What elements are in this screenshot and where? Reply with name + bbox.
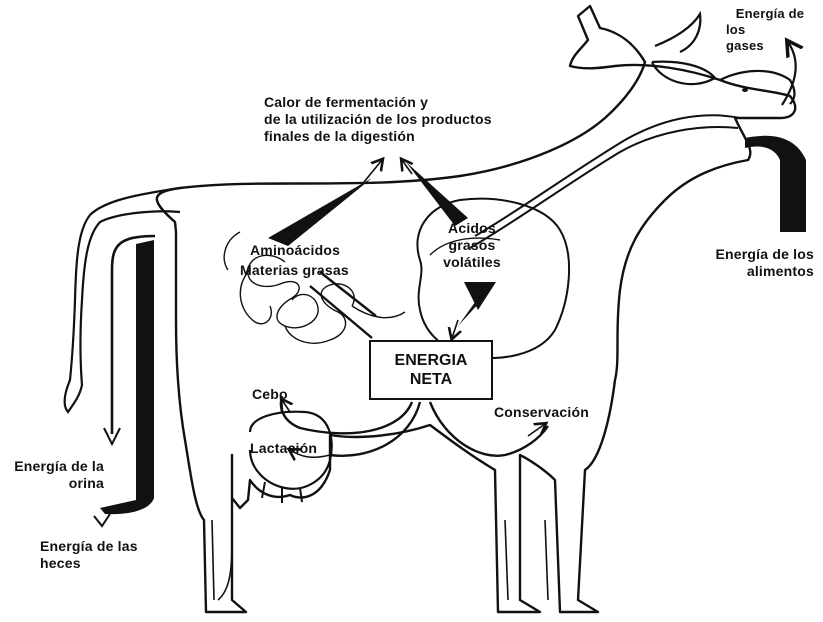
vfa-label: Acidos grasos volátiles bbox=[432, 220, 512, 271]
tail bbox=[65, 188, 180, 412]
feces-arrowhead bbox=[94, 514, 110, 526]
wedge-thin bbox=[458, 298, 480, 326]
fermentation-heat-line-2: de la utilización de los productos bbox=[264, 111, 492, 128]
gas-energy-line-2: los bbox=[722, 22, 818, 38]
vfa-line-1: Acidos bbox=[432, 220, 512, 237]
gas-energy-line-3: gases bbox=[722, 38, 818, 54]
urine-energy-line-2: orina bbox=[4, 475, 104, 492]
feces-energy-band bbox=[100, 240, 154, 514]
to-fat bbox=[281, 396, 412, 433]
food-energy-label: Energía de los alimentos bbox=[680, 246, 814, 280]
net-energy-line-1: ENERGIA bbox=[395, 351, 468, 370]
wedge-amino bbox=[268, 178, 372, 246]
urine-energy-line-1: Energía de la bbox=[4, 458, 104, 475]
vfa-to-net bbox=[452, 320, 458, 338]
heat-arrow-left bbox=[364, 160, 382, 182]
teats bbox=[262, 482, 302, 503]
food-energy-line-2: alimentos bbox=[680, 263, 814, 280]
wedge-vfa-down bbox=[464, 282, 496, 310]
feces-energy-label: Energía de las heces bbox=[40, 538, 138, 572]
vfa-line-3: volátiles bbox=[432, 254, 512, 271]
feces-energy-line-1: Energía de las bbox=[40, 538, 138, 555]
wedge-vfa bbox=[406, 162, 468, 226]
feces-energy-line-2: heces bbox=[40, 555, 138, 572]
net-energy-box: ENERGIA NETA bbox=[369, 340, 493, 400]
eye bbox=[742, 88, 748, 92]
urine-energy-label: Energía de la orina bbox=[4, 458, 104, 492]
maintenance-label: Conservación bbox=[494, 404, 589, 421]
food-energy-line-1: Energía de los bbox=[680, 246, 814, 263]
fat-materials-label: Materias grasas bbox=[240, 262, 349, 279]
fermentation-heat-line-1: Calor de fermentación y bbox=[264, 94, 492, 111]
net-energy-line-2: NETA bbox=[410, 370, 452, 389]
horn-right bbox=[655, 14, 700, 52]
lactation-label: Lactación bbox=[250, 440, 317, 457]
fermentation-heat-label: Calor de fermentación y de la utilizació… bbox=[264, 94, 492, 145]
fat-label: Cebo bbox=[252, 386, 288, 403]
fermentation-heat-line-3: finales de la digestión bbox=[264, 128, 492, 145]
vfa-line-2: grasos bbox=[432, 237, 512, 254]
ear bbox=[652, 62, 715, 85]
feed-energy-band bbox=[745, 136, 806, 232]
gas-energy-line-1: Energía de bbox=[722, 6, 818, 22]
face bbox=[720, 71, 795, 104]
gas-energy-label: Energía de los gases bbox=[722, 6, 818, 54]
amino-acids-label: Aminoácidos bbox=[250, 242, 340, 259]
